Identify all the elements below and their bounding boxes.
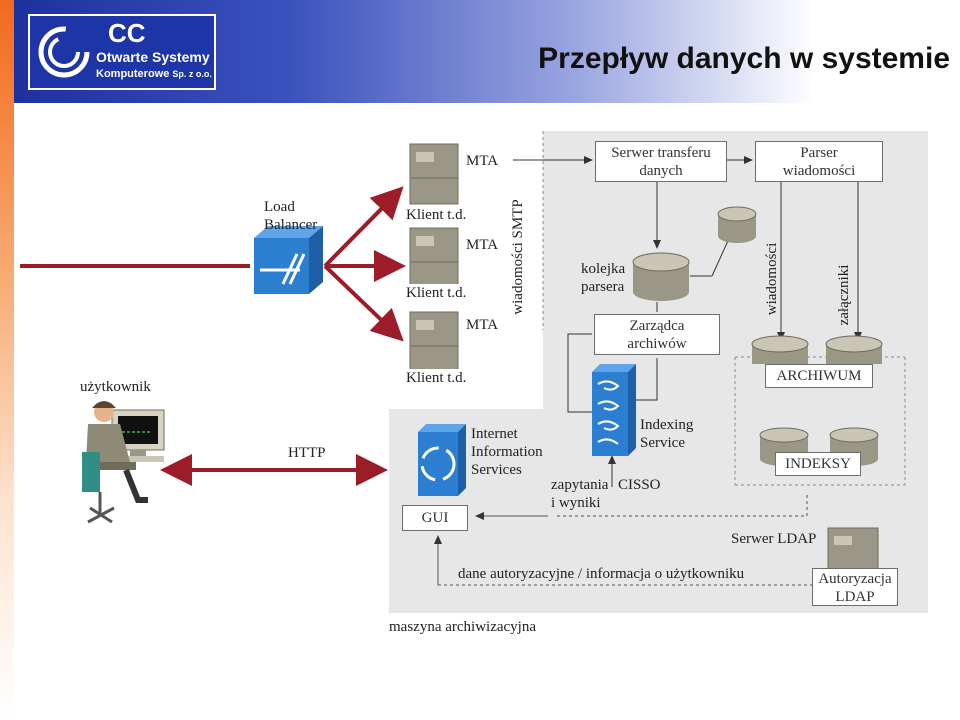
client-label: Klient t.d.: [404, 369, 469, 387]
incoming-mail-arrows: [20, 186, 406, 486]
http-label: HTTP: [288, 445, 326, 461]
smtp-messages-label: wiadomości SMTP: [510, 199, 526, 315]
mta-label: MTA: [466, 153, 499, 169]
mta-label: MTA: [466, 317, 499, 333]
mta-server-icon: [409, 143, 459, 205]
side-gradient-strip: [0, 0, 14, 720]
messages-label: wiadomości: [764, 242, 780, 316]
cisso-label: CISSO: [618, 477, 661, 493]
mta-label: MTA: [466, 237, 499, 253]
mta-server-icon: [409, 311, 459, 373]
attachments-label: załączniki: [836, 264, 852, 326]
auth-data-label: dane autoryzacyjne / informacja o użytko…: [458, 566, 745, 582]
user-workstation-icon: [82, 401, 165, 524]
archive-box: ARCHIWUM: [765, 364, 873, 388]
parser-queue-cylinder-icon: [632, 252, 690, 301]
company-logo: CC Otwarte Systemy Komputerowe Sp. z o.o…: [28, 14, 216, 90]
client-label: Klient t.d.: [404, 284, 469, 302]
mta-server-icon: [409, 227, 459, 289]
indexes-box: INDEKSY: [775, 452, 861, 476]
indexing-service-icon: [592, 364, 636, 456]
archive-cylinder-icon: [825, 335, 883, 364]
ldap-server-icon: [827, 527, 879, 573]
logo-line-3: Komputerowe Sp. z o.o.: [96, 68, 212, 80]
archiving-machine-label: maszyna archiwizacyjna: [389, 619, 537, 635]
logo-cc-text: CC: [108, 18, 146, 48]
ldap-server-label: Serwer LDAP: [731, 531, 817, 547]
archive-cylinder-icon: [751, 335, 809, 364]
logo-line-2: Otwarte Systemy: [96, 49, 210, 65]
gui-box: GUI: [402, 505, 468, 531]
client-label: Klient t.d.: [404, 206, 469, 224]
user-label: użytkownik: [80, 379, 151, 395]
load-balancer-icon: [254, 226, 323, 294]
logo-swirl-icon: [38, 26, 90, 78]
page-title: Przepływ danych w systemie: [538, 42, 950, 75]
message-store-cylinder-icon: [717, 206, 757, 243]
iis-server-icon: [418, 424, 466, 496]
